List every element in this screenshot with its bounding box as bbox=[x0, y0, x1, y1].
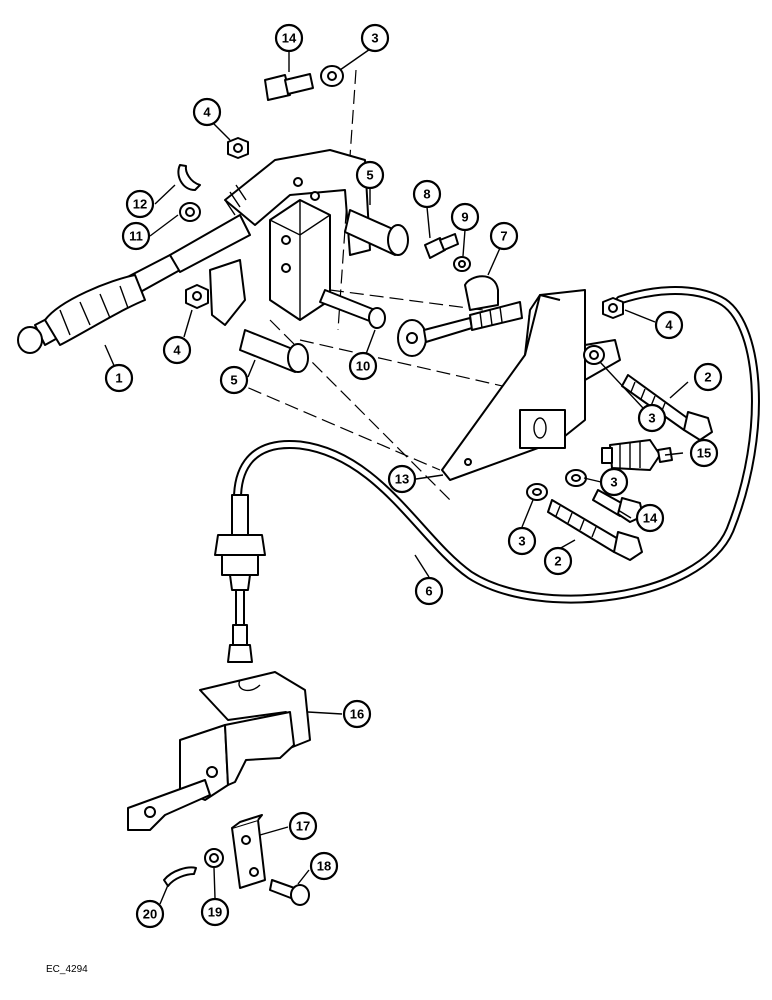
small-washer bbox=[453, 256, 471, 272]
callout-7: 7 bbox=[489, 221, 519, 251]
callout-4-top: 4 bbox=[192, 97, 222, 127]
svg-text:7: 7 bbox=[500, 229, 507, 244]
callout-18: 18 bbox=[309, 851, 339, 881]
washer-plate-lower bbox=[526, 483, 548, 501]
svg-text:19: 19 bbox=[208, 905, 222, 920]
rod-end-connector bbox=[397, 301, 523, 357]
washer-plate-mid bbox=[565, 469, 587, 487]
svg-text:14: 14 bbox=[643, 511, 658, 526]
svg-text:4: 4 bbox=[173, 343, 181, 358]
nut-right bbox=[602, 297, 624, 319]
svg-text:2: 2 bbox=[554, 554, 561, 569]
callout-9: 9 bbox=[450, 202, 480, 232]
callout-10: 10 bbox=[348, 351, 378, 381]
callout-3-lower: 3 bbox=[507, 526, 537, 556]
callout-20: 20 bbox=[135, 899, 165, 929]
cotter-pin-upper bbox=[177, 164, 201, 191]
upper-bolt bbox=[264, 73, 314, 101]
svg-text:3: 3 bbox=[610, 475, 617, 490]
callout-12: 12 bbox=[125, 189, 155, 219]
callout-15: 15 bbox=[689, 438, 719, 468]
svg-text:3: 3 bbox=[518, 534, 525, 549]
callout-19: 19 bbox=[200, 897, 230, 927]
callout-3-mid: 3 bbox=[599, 467, 629, 497]
svg-text:15: 15 bbox=[697, 446, 711, 461]
svg-text:18: 18 bbox=[317, 859, 331, 874]
nut-top bbox=[227, 137, 249, 159]
svg-text:3: 3 bbox=[371, 31, 378, 46]
callout-2-upper: 2 bbox=[693, 362, 723, 392]
neutral-switch bbox=[601, 439, 673, 471]
svg-text:1: 1 bbox=[115, 371, 122, 386]
leader-lines bbox=[104, 46, 689, 905]
svg-text:5: 5 bbox=[366, 168, 373, 183]
svg-text:8: 8 bbox=[423, 187, 430, 202]
callout-6: 6 bbox=[414, 576, 444, 606]
lower-bracket bbox=[127, 671, 311, 831]
callout-4-right: 4 bbox=[654, 310, 684, 340]
clevis-pin bbox=[269, 879, 310, 906]
svg-text:4: 4 bbox=[203, 105, 211, 120]
svg-text:16: 16 bbox=[350, 707, 364, 722]
cable-end-fitting bbox=[214, 494, 266, 663]
callout-4-left: 4 bbox=[162, 335, 192, 365]
svg-text:4: 4 bbox=[665, 318, 673, 333]
upper-washer bbox=[320, 65, 344, 87]
callout-1: 1 bbox=[104, 363, 134, 393]
svg-text:17: 17 bbox=[296, 819, 310, 834]
svg-text:14: 14 bbox=[282, 31, 297, 46]
callout-13: 13 bbox=[387, 464, 417, 494]
callout-11: 11 bbox=[121, 221, 151, 251]
svg-text:9: 9 bbox=[461, 210, 468, 225]
bushing-upper bbox=[344, 209, 409, 256]
svg-text:13: 13 bbox=[395, 472, 409, 487]
svg-text:11: 11 bbox=[129, 229, 143, 244]
callout-3-plate: 3 bbox=[637, 403, 667, 433]
bolt-long-lower bbox=[547, 499, 643, 561]
callout-3-top: 3 bbox=[360, 23, 390, 53]
pivot-pin bbox=[319, 289, 386, 329]
svg-text:10: 10 bbox=[356, 359, 370, 374]
svg-text:12: 12 bbox=[133, 197, 147, 212]
clevis bbox=[231, 814, 266, 889]
nut-left bbox=[185, 284, 209, 309]
drawing-code: EC_4294 bbox=[46, 964, 88, 975]
callout-17: 17 bbox=[288, 811, 318, 841]
washer-plate-upper bbox=[583, 345, 605, 365]
callout-5-lower: 5 bbox=[219, 365, 249, 395]
washer-upper-left bbox=[179, 202, 201, 222]
svg-text:20: 20 bbox=[143, 907, 157, 922]
bolt-long-upper bbox=[621, 374, 713, 441]
callout-16: 16 bbox=[342, 699, 372, 729]
cable-clip bbox=[464, 275, 499, 311]
bushing-lower bbox=[239, 329, 309, 373]
callout-8: 8 bbox=[412, 179, 442, 209]
callout-2-lower: 2 bbox=[543, 546, 573, 576]
svg-text:3: 3 bbox=[648, 411, 655, 426]
callout-14-right: 14 bbox=[635, 503, 665, 533]
small-bolt bbox=[424, 233, 459, 259]
svg-text:6: 6 bbox=[425, 584, 432, 599]
control-cable bbox=[233, 286, 760, 604]
svg-text:5: 5 bbox=[230, 373, 237, 388]
callout-5-upper: 5 bbox=[355, 160, 385, 190]
callout-14-top: 14 bbox=[274, 23, 304, 53]
cotter-pin-lower bbox=[163, 866, 197, 887]
hand-lever bbox=[17, 149, 371, 354]
washer-lower bbox=[204, 848, 224, 868]
svg-text:2: 2 bbox=[704, 370, 711, 385]
